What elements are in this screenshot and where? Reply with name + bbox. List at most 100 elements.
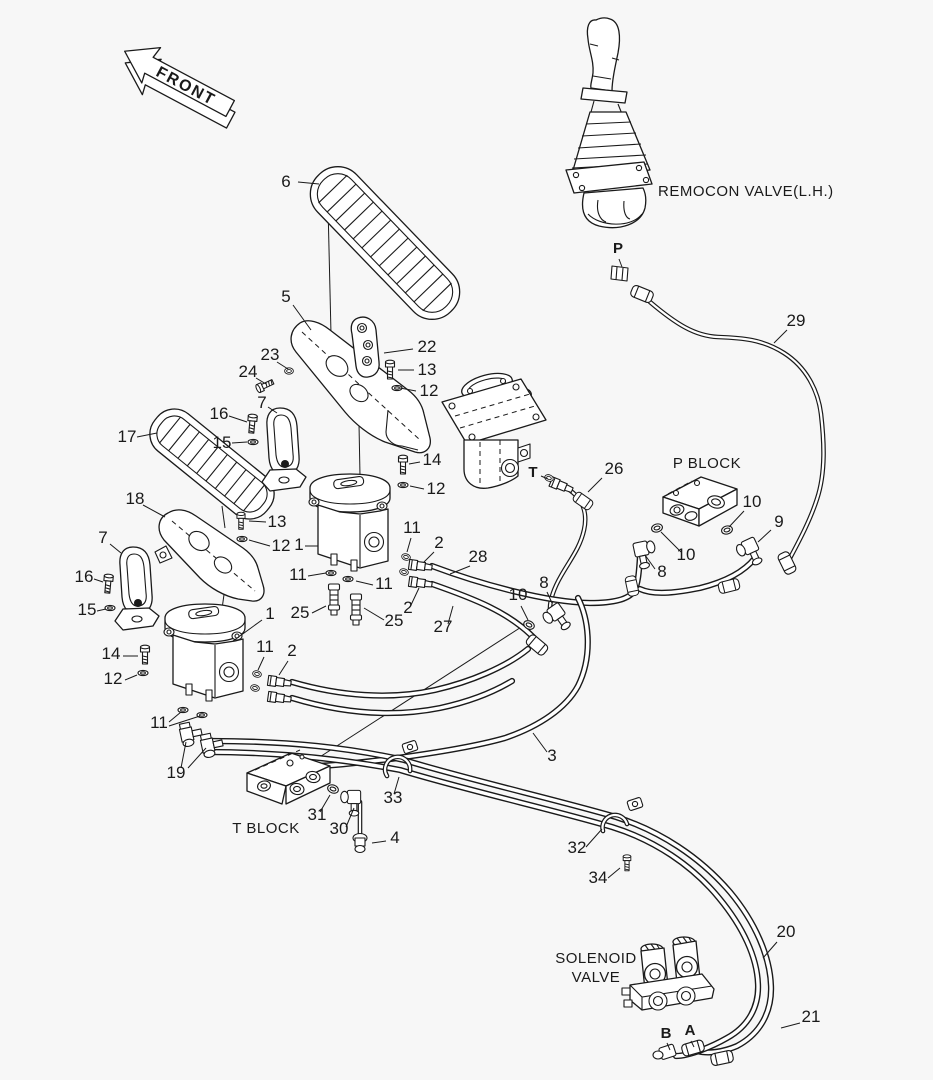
port-label-P: P: [613, 240, 623, 257]
callout-10: 10: [509, 585, 528, 604]
hose-29: [647, 299, 826, 563]
callout-leader-26: [587, 477, 603, 493]
callout-11: 11: [256, 637, 274, 656]
callout-12: 12: [104, 669, 123, 688]
callout-leader-7: [267, 406, 278, 414]
callout-7: 7: [98, 528, 107, 547]
port-label-B: B: [661, 1025, 672, 1042]
callout-16: 16: [75, 567, 94, 586]
callout-leader-12: [399, 387, 417, 392]
callout-leader-29: [773, 329, 788, 344]
hose-left-upper: [290, 647, 530, 698]
callout-32: 32: [568, 838, 587, 857]
callout-leader-19: [180, 741, 187, 769]
callout-leader-18: [142, 504, 166, 518]
callout-17: 17: [118, 427, 137, 446]
pedal-pad-17: [149, 408, 275, 520]
callout-22: 22: [418, 337, 437, 356]
callout-leader-33: [393, 776, 400, 795]
front-arrow: FRONT: [124, 47, 236, 129]
callout-2: 2: [287, 641, 296, 660]
callout-leader-23: [276, 361, 289, 370]
callout-leader-27: [447, 605, 454, 625]
hose-3: [312, 596, 590, 768]
callout-leader-2: [423, 551, 435, 563]
hose-left-lower: [290, 679, 514, 715]
callout-leader-2: [278, 660, 289, 676]
callout-leader-3: [532, 732, 548, 753]
callout-leader-10: [728, 510, 745, 528]
callout-leader-15: [231, 441, 248, 444]
callout-leader-16: [93, 578, 104, 583]
hose-20: [210, 739, 773, 1055]
callout-33: 33: [384, 788, 403, 807]
callout-3: 3: [547, 746, 556, 765]
callout-10: 10: [743, 492, 762, 511]
callout-2: 2: [403, 598, 412, 617]
callout-leader-25: [363, 607, 385, 621]
port-label-leader-A: [690, 1040, 695, 1048]
callout-leader-14: [408, 461, 421, 465]
port-label-T: T: [528, 464, 537, 481]
hoses: [202, 299, 826, 1060]
callout-leader-16: [228, 415, 248, 423]
callout-leader-32: [585, 828, 603, 848]
port-label-A: A: [685, 1022, 696, 1039]
callout-leader-19: [187, 747, 207, 769]
callout-24: 24: [239, 362, 258, 381]
solenoid-valve-drawing: [621, 936, 715, 1011]
callout-11: 11: [150, 713, 168, 732]
callout-leader-5: [292, 304, 312, 331]
callout-12: 12: [427, 479, 446, 498]
port-label-leader-T: [540, 475, 549, 480]
callout-leader-1: [232, 619, 263, 642]
port-label-leader-P: [618, 258, 623, 268]
callout-30: 30: [330, 819, 349, 838]
callout-14: 14: [102, 644, 121, 663]
hose-27: [430, 582, 538, 642]
remocon-valve-drawing: [565, 17, 653, 229]
handle-7-upper: [261, 407, 307, 492]
valve-body-center: [308, 473, 391, 572]
callout-leader-20: [762, 941, 778, 959]
callout-leader-15: [96, 608, 107, 612]
callout-15: 15: [213, 433, 232, 452]
hose-9-run: [638, 556, 757, 595]
callout-leader-25: [311, 605, 327, 614]
callout-12: 12: [272, 536, 291, 555]
clamp-32: [600, 797, 644, 834]
callout-leader-8: [546, 591, 553, 604]
callout-1: 1: [294, 535, 303, 554]
callout-leader-24: [255, 377, 267, 385]
callout-leader-12: [124, 674, 138, 681]
callout-leader-7: [109, 543, 122, 554]
hose-21: [204, 750, 760, 1058]
callout-20: 20: [777, 922, 796, 941]
pedal-valve-center: [441, 372, 547, 489]
hose-26: [547, 486, 588, 611]
callout-10: 10: [677, 545, 696, 564]
hose-28: [430, 554, 642, 605]
pedal-pad-6: [309, 166, 461, 320]
solenoid-valve-label-line2: VALVE: [572, 969, 621, 986]
callout-11: 11: [403, 518, 421, 537]
pedal-lever-5: [290, 320, 431, 454]
callout-leader-12: [409, 485, 425, 490]
callout-4: 4: [390, 828, 399, 847]
p-block-label: P BLOCK: [673, 455, 741, 472]
callout-16: 16: [210, 404, 229, 423]
callout-8: 8: [657, 562, 666, 581]
callout-23: 23: [261, 345, 280, 364]
t-block-label: T BLOCK: [232, 820, 299, 837]
callout-leader-11: [355, 580, 374, 586]
pedal-lever-18: [154, 509, 265, 602]
callout-leader-34: [607, 867, 621, 879]
callout-8: 8: [539, 573, 548, 592]
valve-body-left: [163, 603, 246, 702]
handle-7-lower: [114, 546, 160, 631]
solenoid-hose-ends: [652, 1038, 735, 1067]
clamp-33: [382, 740, 419, 779]
callout-34: 34: [589, 868, 608, 887]
